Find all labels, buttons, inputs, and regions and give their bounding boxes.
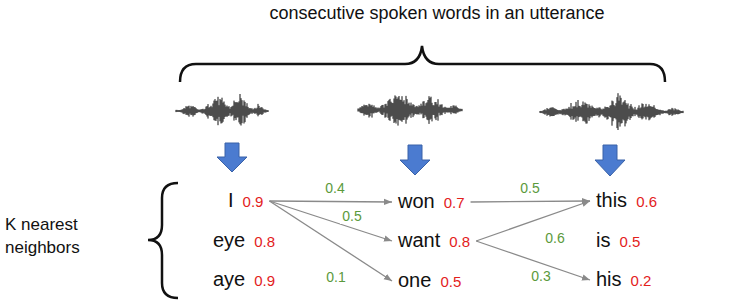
down-arrow xyxy=(595,145,625,176)
score-number: 0.8 xyxy=(254,230,275,254)
word-candidate: aye 0.9 xyxy=(209,267,279,293)
down-arrow xyxy=(400,145,430,175)
edge-weight: 0.5 xyxy=(518,180,541,196)
word-candidate: one 0.5 xyxy=(394,268,465,294)
title-text: consecutive spoken words in an utterance xyxy=(187,2,687,24)
score-number: 0.6 xyxy=(636,190,657,214)
waveform xyxy=(540,93,683,130)
transition-arrow xyxy=(476,201,590,241)
score-number: 0.5 xyxy=(440,270,461,294)
edge-weight: 0.3 xyxy=(529,268,552,284)
transition-arrow xyxy=(269,201,392,202)
down-arrow xyxy=(217,143,247,172)
score-number: 0.8 xyxy=(449,230,470,254)
word-text: aye xyxy=(213,267,245,291)
word-text: is xyxy=(596,228,610,252)
top-brace xyxy=(180,46,665,82)
word-text: want xyxy=(398,228,440,252)
score-number: 0.5 xyxy=(619,230,640,254)
word-text: this xyxy=(596,188,627,212)
waveform xyxy=(358,95,462,125)
edge-weight: 0.5 xyxy=(340,208,363,224)
word-text: I xyxy=(228,188,234,212)
transition-arrow xyxy=(471,201,590,202)
edge-weight: 0.1 xyxy=(324,269,347,285)
score-number: 0.9 xyxy=(254,269,275,293)
transition-arrow xyxy=(269,201,392,241)
side-label: K nearest neighbors xyxy=(5,213,105,259)
score-number: 0.7 xyxy=(444,191,465,215)
word-candidate: is 0.5 xyxy=(592,228,644,254)
word-candidate: I 0.9 xyxy=(224,188,267,214)
left-brace xyxy=(148,183,178,298)
word-candidate: eye 0.8 xyxy=(209,228,279,254)
word-candidate: his 0.2 xyxy=(592,267,655,293)
waveform-group xyxy=(176,93,683,130)
waveform xyxy=(176,94,268,126)
word-text: won xyxy=(398,189,435,213)
word-candidate: won 0.7 xyxy=(394,189,469,215)
word-candidate: want 0.8 xyxy=(394,228,474,254)
word-text: his xyxy=(596,267,622,291)
score-number: 0.9 xyxy=(243,190,264,214)
edge-weight: 0.6 xyxy=(543,230,566,246)
word-candidate: this 0.6 xyxy=(592,188,661,214)
score-number: 0.2 xyxy=(631,269,652,293)
word-text: eye xyxy=(213,228,245,252)
edge-weight: 0.4 xyxy=(323,180,346,196)
word-text: one xyxy=(398,268,431,292)
